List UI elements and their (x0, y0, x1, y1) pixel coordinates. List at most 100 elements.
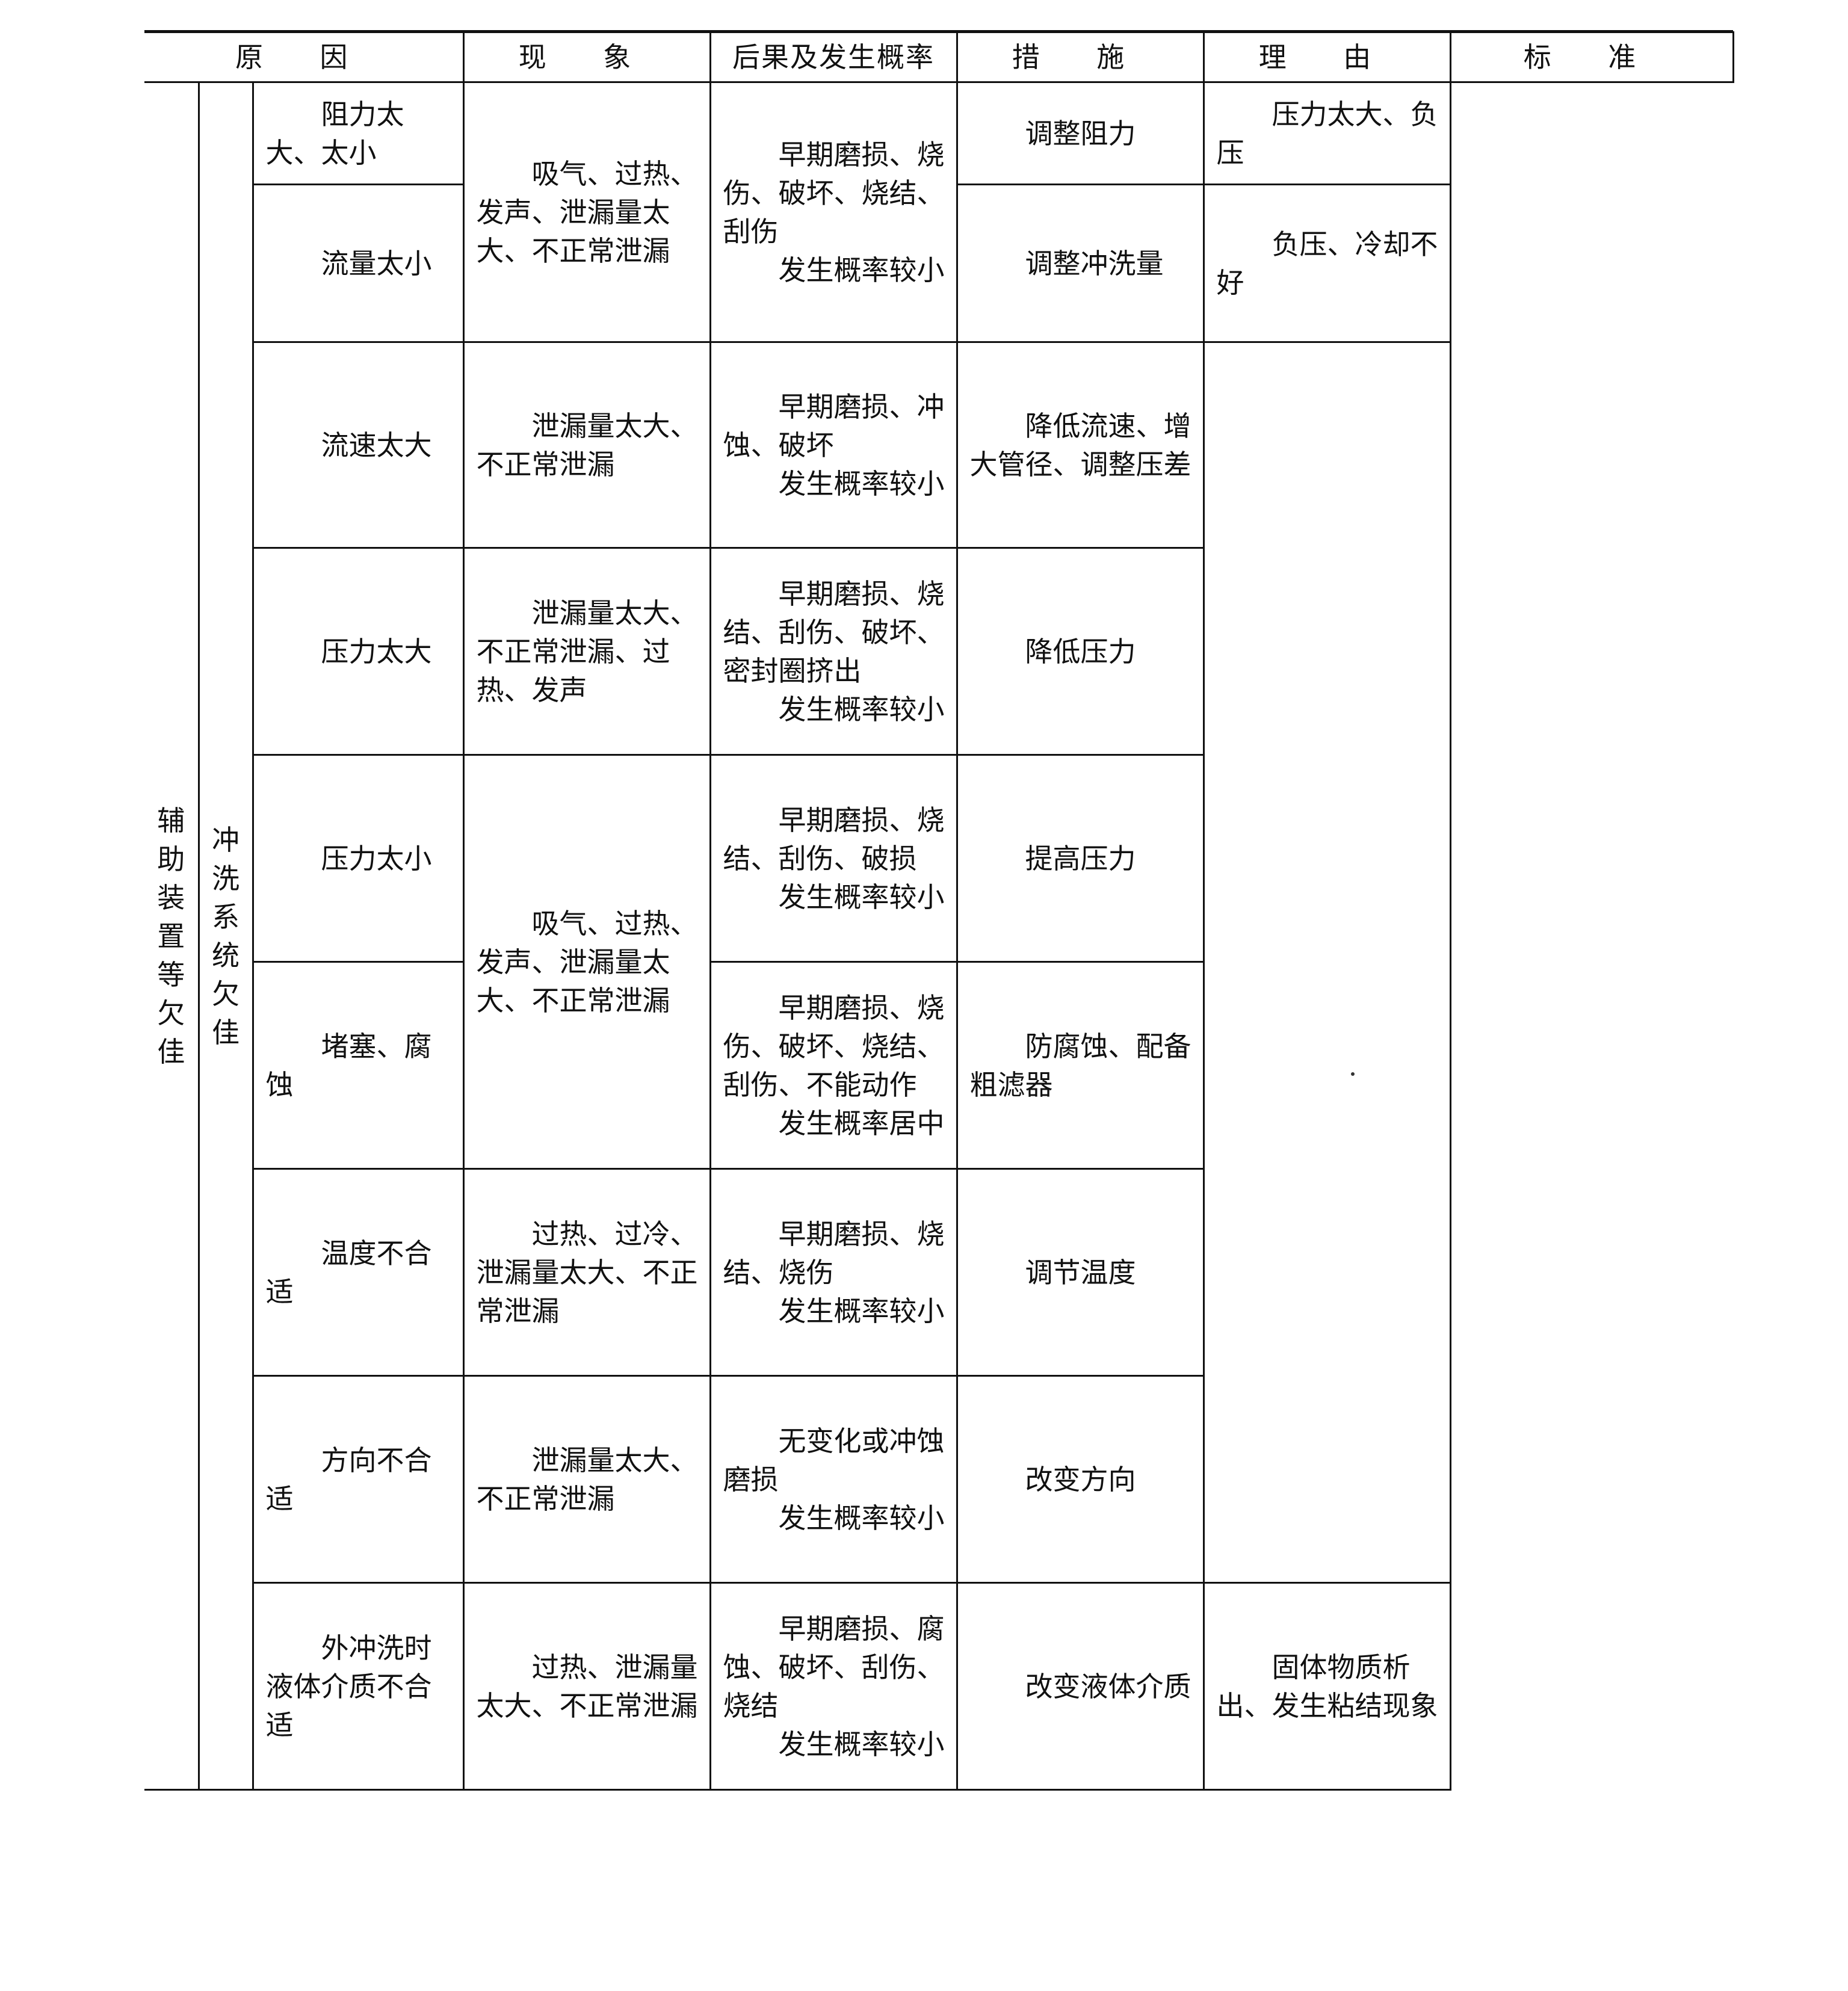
header-row: 原 因 现 象 后果及发生概率 措 施 理 由 标 准 (144, 31, 1734, 83)
cause-text: 压力太大 (321, 635, 432, 668)
header-consequence: 后果及发生概率 (709, 31, 958, 83)
cause-cell: 阻力太大、太小 (252, 81, 465, 185)
table-row: 流速太大 泄漏量太大、不正常泄漏 早期磨损、冲蚀、破坏发生概率较小 降低流速、增… (144, 341, 1733, 1584)
table-row: 外冲洗时液体介质不合适 过热、泄漏量太大、不正常泄漏 早期磨损、腐蚀、破坏、刮伤… (144, 1582, 1733, 1791)
phenomenon-cell: 过热、泄漏量太大、不正常泄漏 (462, 1582, 711, 1791)
reason-cell: 压力太大、负压 (1202, 81, 1451, 185)
measure-cell: 降低流速、增大管径、调整压差 (956, 341, 1205, 549)
measure-text: 降低流速、增大管径、调整压差 (969, 409, 1191, 481)
reason-text: 负压、冷却不好 (1216, 227, 1438, 299)
table-row: 堵塞、腐蚀 早期磨损、烧伤、破坏、烧结、刮伤、不能动作发生概率居中 防腐蚀、配备… (144, 961, 1733, 1170)
cause-cell: 外冲洗时液体介质不合适 (252, 1582, 465, 1791)
cause-cell: 方向不合适 (252, 1375, 465, 1584)
measure-text: 调节温度 (1025, 1256, 1136, 1289)
measure-cell: 防腐蚀、配备粗滤器 (956, 961, 1205, 1170)
reason-cell: 固体物质析出、发生粘结现象 (1202, 1582, 1451, 1791)
phenomenon-cell: 泄漏量太大、不正常泄漏 (462, 341, 711, 549)
standard-column (1450, 82, 1733, 1790)
phenomenon-text: 吸气、过热、发声、泄漏量太大、不正常泄漏 (476, 907, 698, 1017)
header-reason: 理 由 (1202, 31, 1451, 83)
consequence-text: 早期磨损、烧伤、破坏、烧结、刮伤、不能动作 (723, 991, 945, 1101)
probability-text: 发生概率较小 (778, 1727, 945, 1761)
measure-text: 防腐蚀、配备粗滤器 (969, 1029, 1191, 1101)
group-flushing-label: 冲洗系统欠佳 (197, 81, 254, 1791)
table-row: 辅助装置等欠佳 冲洗系统欠佳 阻力太大、太小 吸气、过热、发声、泄漏量太大、不正… (144, 81, 1733, 1791)
measure-cell: 降低压力 (956, 547, 1205, 756)
cause-text: 方向不合适 (265, 1443, 432, 1515)
measure-cell: 调整冲洗量 (956, 184, 1205, 343)
consequence-cell: 早期磨损、烧结、刮伤、破坏、密封圈挤出发生概率较小 (709, 547, 958, 756)
cause-cell: 压力太小 (252, 754, 465, 963)
reason-text: 压力太大、负压 (1216, 97, 1438, 169)
group-auxiliary-label: 辅助装置等欠佳 (144, 82, 200, 1791)
phenomenon-cell: 吸气、过热、发声、泄漏量太大、不正常泄漏 (462, 81, 711, 343)
phenomenon-text: 吸气、过热、发声、泄漏量太大、不正常泄漏 (476, 157, 698, 267)
stray-mark (1351, 1072, 1355, 1076)
probability-text: 发生概率较小 (778, 1501, 945, 1534)
consequence-cell: 早期磨损、烧结、烧伤发生概率较小 (709, 1168, 958, 1377)
phenomenon-text: 过热、过冷、泄漏量太大、不正常泄漏 (476, 1217, 698, 1327)
cause-cell: 压力太大 (252, 547, 465, 756)
probability-text: 发生概率较小 (778, 880, 945, 913)
probability-text: 发生概率较小 (778, 693, 945, 726)
consequence-cell: 早期磨损、腐蚀、破坏、刮伤、烧结发生概率较小 (709, 1582, 958, 1791)
measure-text: 降低压力 (1025, 635, 1136, 668)
cause-cell: 流速太大 (252, 341, 465, 549)
reason-text: 固体物质析出、发生粘结现象 (1216, 1650, 1438, 1722)
cause-text: 堵塞、腐蚀 (265, 1029, 432, 1101)
cause-cell: 温度不合适 (252, 1168, 465, 1377)
cause-text: 流速太大 (321, 428, 432, 461)
consequence-cell: 早期磨损、烧结、刮伤、破损发生概率较小 (709, 754, 958, 963)
measure-text: 调整阻力 (1025, 117, 1136, 150)
probability-text: 发生概率较小 (778, 1294, 945, 1327)
measure-text: 提高压力 (1025, 842, 1136, 875)
measure-cell: 改变方向 (956, 1375, 1205, 1584)
consequence-text: 早期磨损、腐蚀、破坏、刮伤、烧结 (723, 1612, 945, 1722)
phenomenon-text: 过热、泄漏量太大、不正常泄漏 (476, 1650, 698, 1722)
probability-text: 发生概率较小 (778, 253, 945, 286)
cause-cell: 流量太小 (252, 184, 465, 343)
cause-text: 压力太小 (321, 842, 432, 875)
phenomenon-text: 泄漏量太大、不正常泄漏、过热、发声 (476, 596, 698, 706)
reason-cell-empty (1202, 341, 1451, 1584)
measure-cell: 改变液体介质 (956, 1582, 1205, 1791)
header-cause: 原 因 (144, 31, 465, 83)
measure-text: 调整冲洗量 (1025, 247, 1164, 280)
consequence-cell: 早期磨损、烧伤、破坏、烧结、刮伤、不能动作发生概率居中 (709, 961, 958, 1170)
consequence-text: 早期磨损、冲蚀、破坏 (723, 390, 945, 461)
consequence-text: 早期磨损、烧伤、破坏、烧结、刮伤 (723, 138, 945, 248)
phenomenon-text: 泄漏量太大、不正常泄漏 (476, 1443, 698, 1515)
table-row: 方向不合适 泄漏量太大、不正常泄漏 无变化或冲蚀磨损发生概率较小 改变方向 (144, 1375, 1733, 1584)
cause-text: 流量太小 (321, 247, 432, 280)
measure-cell: 调节温度 (956, 1168, 1205, 1377)
seal-fault-table: 原 因 现 象 后果及发生概率 措 施 理 由 标 准 辅助装置等欠佳 冲洗系统… (144, 31, 1734, 1791)
measure-cell: 调整阻力 (956, 81, 1205, 185)
consequence-text: 早期磨损、烧结、烧伤 (723, 1217, 945, 1289)
consequence-cell: 无变化或冲蚀磨损发生概率较小 (709, 1375, 958, 1584)
reason-cell: 负压、冷却不好 (1202, 184, 1451, 343)
table-row: 压力太大 泄漏量太大、不正常泄漏、过热、发声 早期磨损、烧结、刮伤、破坏、密封圈… (144, 547, 1733, 756)
table-row: 温度不合适 过热、过冷、泄漏量太大、不正常泄漏 早期磨损、烧结、烧伤发生概率较小… (144, 1168, 1733, 1377)
cause-text: 温度不合适 (265, 1236, 432, 1308)
table-row: 流量太小 调整冲洗量 负压、冷却不好 (144, 184, 1733, 343)
consequence-cell: 早期磨损、烧伤、破坏、烧结、刮伤发生概率较小 (709, 81, 958, 343)
cause-cell: 堵塞、腐蚀 (252, 961, 465, 1170)
consequence-text: 早期磨损、烧结、刮伤、破损 (723, 803, 945, 875)
measure-text: 改变液体介质 (1025, 1670, 1191, 1703)
probability-text: 发生概率居中 (778, 1107, 945, 1140)
phenomenon-cell: 泄漏量太大、不正常泄漏、过热、发声 (462, 547, 711, 756)
measure-text: 改变方向 (1025, 1463, 1136, 1496)
header-phenomenon: 现 象 (462, 31, 711, 83)
cause-text: 阻力太大、太小 (265, 97, 404, 169)
phenomenon-cell: 吸气、过热、发声、泄漏量太大、不正常泄漏 (462, 754, 711, 1170)
table-row: 压力太小 吸气、过热、发声、泄漏量太大、不正常泄漏 早期磨损、烧结、刮伤、破损发… (144, 754, 1733, 1170)
phenomenon-text: 泄漏量太大、不正常泄漏 (476, 409, 698, 481)
probability-text: 发生概率较小 (778, 467, 945, 500)
header-standard: 标 准 (1449, 31, 1734, 83)
phenomenon-cell: 泄漏量太大、不正常泄漏 (462, 1375, 711, 1584)
header-measure: 措 施 (956, 31, 1205, 83)
measure-cell: 提高压力 (956, 754, 1205, 963)
consequence-cell: 早期磨损、冲蚀、破坏发生概率较小 (709, 341, 958, 549)
consequence-text: 无变化或冲蚀磨损 (723, 1424, 945, 1496)
